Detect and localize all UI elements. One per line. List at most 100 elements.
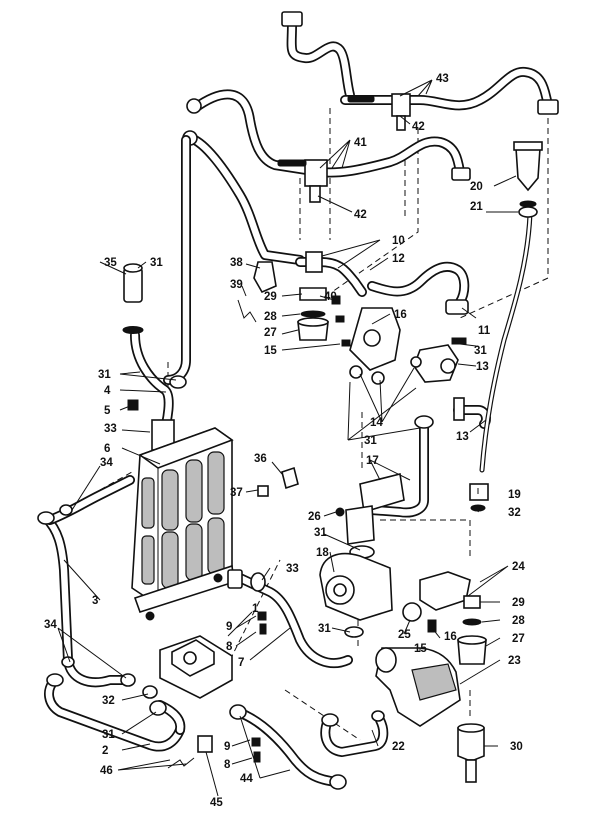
part-25-clip: [402, 602, 422, 622]
callout-15-lower: 15: [414, 643, 427, 655]
part-37-clip: [257, 485, 269, 497]
leader-lines: [57, 79, 518, 797]
part-5-clip: [127, 399, 139, 411]
part-31-lower-ring: [250, 572, 266, 592]
callout-31-bottom: 31: [102, 729, 115, 741]
part-36-sensor: [281, 466, 299, 490]
boiler-column-4: [207, 451, 225, 515]
callout-15-upper: 15: [264, 345, 277, 357]
mid-hose-nut: [451, 167, 471, 181]
callout-18: 18: [316, 547, 329, 559]
lower-center-pipes: [227, 569, 389, 790]
part-28-lower-ring: [462, 618, 482, 626]
callout-28-upper: 28: [264, 311, 277, 323]
mid-hose-clip: [277, 159, 307, 167]
callout-42-mid: 42: [354, 209, 367, 221]
callout-34-lower: 34: [44, 619, 57, 631]
callout-29-lower: 29: [512, 597, 525, 609]
part-31-ring: [122, 326, 144, 334]
boiler-column-6: [161, 531, 179, 589]
callout-26: 26: [308, 511, 321, 523]
callout-13-upper: 13: [476, 361, 489, 373]
callout-9-upper: 9: [226, 621, 232, 633]
callout-31-pump: 31: [314, 527, 327, 539]
callout-44: 44: [240, 773, 253, 785]
boiler-column-5: [141, 535, 155, 585]
part-24-elbow: [419, 571, 471, 611]
lower-left-pipe: [44, 673, 213, 769]
part-40-bolt: [331, 295, 341, 305]
part-27-top: [297, 317, 329, 327]
part-32-ring: [142, 685, 158, 699]
lower-left-pipe-end: [46, 673, 64, 687]
callout-11: 11: [478, 325, 491, 337]
callout-41: 41: [354, 137, 367, 149]
left-riser: [122, 135, 191, 451]
part-23-inlet: [375, 647, 397, 673]
callout-23: 23: [508, 655, 521, 667]
callout-32-left: 32: [102, 695, 115, 707]
part-15-washer: [341, 339, 351, 347]
part-8b-bolt: [253, 751, 261, 763]
boiler-column-3: [185, 459, 203, 523]
callout-16-lower: 16: [444, 631, 457, 643]
boiler-column-1: [141, 477, 155, 529]
top-hose-nut: [281, 11, 303, 27]
part-32-washer: [470, 504, 486, 512]
callout-33-lower: 33: [286, 563, 299, 575]
callout-31-left: 31: [98, 369, 111, 381]
part-16-screw: [335, 315, 345, 323]
callout-19: 19: [508, 489, 521, 501]
elbow-fitting: [453, 397, 465, 421]
part-26-screw: [335, 507, 345, 517]
part-22-end: [321, 713, 339, 727]
part-8-bolt: [259, 623, 267, 635]
part-33-lower-coupling: [227, 569, 243, 589]
callout-37: 37: [230, 487, 243, 499]
upper-tee-outlet: [396, 115, 406, 131]
valve-ring-left: [349, 365, 363, 379]
part-44-end: [229, 704, 247, 720]
left-loop-pipe: [37, 475, 136, 688]
callout-30: 30: [510, 741, 523, 753]
callout-36: 36: [254, 453, 267, 465]
callout-8-lower: 8: [224, 759, 231, 771]
callout-5: 5: [104, 405, 111, 417]
callout-10: 10: [392, 235, 405, 247]
callout-labels: 1 2 3 4 5 6 7 8 8 9 9 10 11 12 13 13 14 …: [44, 73, 525, 809]
callout-22: 22: [392, 741, 405, 753]
callout-38: 38: [230, 257, 243, 269]
boiler-column-2: [161, 469, 179, 531]
callout-34-upper: 34: [100, 457, 113, 469]
callout-40: 40: [324, 291, 337, 303]
right-pump-group: [257, 415, 487, 783]
valve-seal: [451, 337, 467, 345]
part-19-nut: [469, 483, 489, 501]
center-hose-and-valve: [295, 251, 491, 429]
part-45-sensor: [197, 735, 213, 753]
callout-45: 45: [210, 797, 223, 809]
part-22-end-right: [371, 710, 385, 722]
right-hose-nut: [537, 99, 559, 115]
callout-28-lower: 28: [512, 615, 525, 627]
part-9-bolt: [257, 611, 267, 621]
callout-8-upper: 8: [226, 641, 233, 653]
part-34-nut-top: [37, 511, 55, 525]
callout-6: 6: [104, 443, 110, 455]
upper-valve-right-nut: [445, 299, 469, 315]
part-44-end-right: [329, 774, 347, 790]
mid-tee-outlet: [309, 185, 321, 203]
filter-line: [469, 141, 543, 512]
left-fitting-stack: [237, 261, 351, 347]
callout-29-upper: 29: [264, 291, 277, 303]
callout-14: 14: [370, 417, 383, 429]
part-35-sleeve: [123, 267, 143, 303]
part-26-block: [345, 505, 375, 545]
callout-1: 1: [252, 603, 259, 615]
part-38-sensor: [253, 261, 277, 294]
part-31-ring-lower: [149, 700, 167, 716]
callout-31-center: 31: [364, 435, 377, 447]
callout-13-lower: 13: [456, 431, 469, 443]
callout-31-lower: 31: [318, 623, 331, 635]
